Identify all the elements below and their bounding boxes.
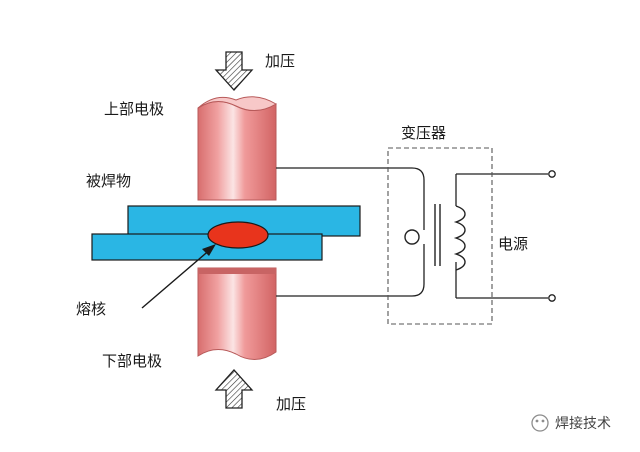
label-power-source: 电源 (498, 235, 529, 253)
transformer-box (387, 147, 493, 325)
weld-nugget (207, 221, 269, 249)
label-upper-electrode: 上部电极 (104, 100, 165, 118)
label-pressure-top: 加压 (265, 52, 296, 70)
label-transformer: 变压器 (401, 124, 447, 142)
terminal-top (548, 170, 556, 178)
nugget-pointer (141, 244, 216, 309)
label-nugget: 熔核 (76, 300, 107, 318)
bottom-pressure-arrow (214, 369, 254, 409)
terminal-bottom (548, 294, 556, 302)
watermark-text: 焊接技术 (555, 416, 611, 432)
circuit-wires (276, 167, 548, 299)
upper-electrode (197, 96, 277, 201)
label-pressure-bottom: 加压 (276, 395, 307, 413)
label-lower-electrode: 下部电极 (102, 352, 163, 370)
wechat-icon (531, 414, 549, 432)
transformer-symbol (404, 204, 466, 271)
workpiece-plates (91, 205, 361, 261)
label-workpiece: 被焊物 (86, 172, 132, 190)
top-pressure-arrow (214, 51, 254, 91)
lower-electrode (197, 267, 277, 360)
